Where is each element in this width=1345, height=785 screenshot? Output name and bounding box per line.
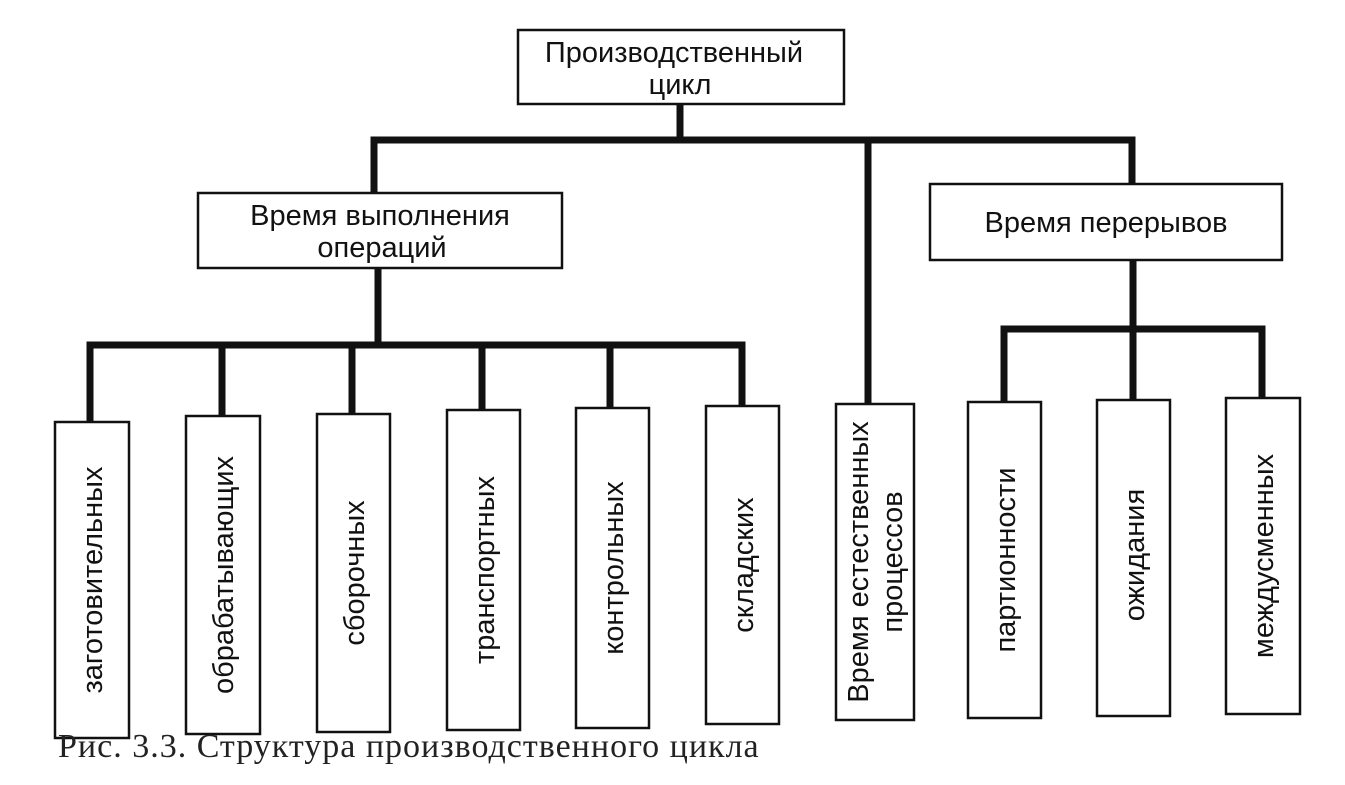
node-production-cycle-line1: Производственный bbox=[545, 37, 803, 69]
node-break-waiting-box bbox=[1095, 398, 1172, 718]
node-operations-time-box bbox=[196, 191, 564, 270]
node-break-batch-box bbox=[966, 400, 1043, 720]
node-natural-processes-box bbox=[834, 402, 916, 722]
node-break-batch-label: партионности bbox=[990, 467, 1022, 652]
node-op-control: контрольных bbox=[574, 406, 651, 730]
node-operations-time-line1: Время выполнения bbox=[250, 200, 510, 232]
node-production-cycle-line2: цикл bbox=[649, 69, 712, 101]
node-op-transport-box bbox=[445, 408, 522, 732]
node-break-between-shifts-box bbox=[1224, 396, 1302, 716]
node-op-transport-label: транспортных bbox=[469, 475, 501, 664]
node-op-assembly-label: сборочных bbox=[339, 500, 371, 646]
figure-caption: Рис. 3.3. Структура производственного ци… bbox=[58, 728, 760, 765]
node-break-waiting-label: ожидания bbox=[1119, 489, 1151, 621]
node-breaks-time: Время перерывов bbox=[928, 182, 1284, 262]
node-breaks-time-box bbox=[928, 182, 1284, 262]
node-break-between-shifts-label: междусменных bbox=[1248, 453, 1280, 658]
node-op-assembly: сборочных bbox=[315, 412, 392, 734]
node-op-processing-box bbox=[184, 414, 262, 736]
node-production-cycle-box bbox=[516, 28, 846, 106]
node-op-control-box bbox=[574, 406, 651, 730]
node-op-preparatory-label: заготовительных bbox=[77, 466, 109, 694]
node-natural-processes-line2: процессов bbox=[877, 491, 909, 632]
node-op-warehouse-label: складских bbox=[728, 497, 760, 633]
node-op-processing-label: обрабатывающих bbox=[208, 455, 240, 694]
node-op-control-label: контрольных bbox=[598, 481, 630, 655]
node-op-preparatory-box bbox=[53, 420, 131, 740]
node-natural-processes-line1: Время естественных bbox=[843, 421, 875, 703]
node-operations-time: Время выполнения операций bbox=[196, 191, 564, 270]
node-op-warehouse-box bbox=[704, 404, 781, 726]
node-operations-time-line2: операций bbox=[317, 232, 446, 264]
node-op-processing: обрабатывающих bbox=[184, 414, 262, 736]
node-break-waiting: ожидания bbox=[1095, 398, 1172, 718]
connectors bbox=[86, 100, 1266, 426]
node-breaks-time-label: Время перерывов bbox=[985, 207, 1228, 239]
node-op-assembly-box bbox=[315, 412, 392, 734]
node-production-cycle: Производственный цикл bbox=[516, 28, 846, 106]
node-op-transport: транспортных bbox=[445, 408, 522, 732]
node-op-preparatory: заготовительных bbox=[53, 420, 131, 740]
node-op-warehouse: складских bbox=[704, 404, 781, 726]
node-break-between-shifts: междусменных bbox=[1224, 396, 1302, 716]
node-break-batch: партионности bbox=[966, 400, 1043, 720]
node-natural-processes: Время естественных процессов bbox=[834, 402, 916, 722]
